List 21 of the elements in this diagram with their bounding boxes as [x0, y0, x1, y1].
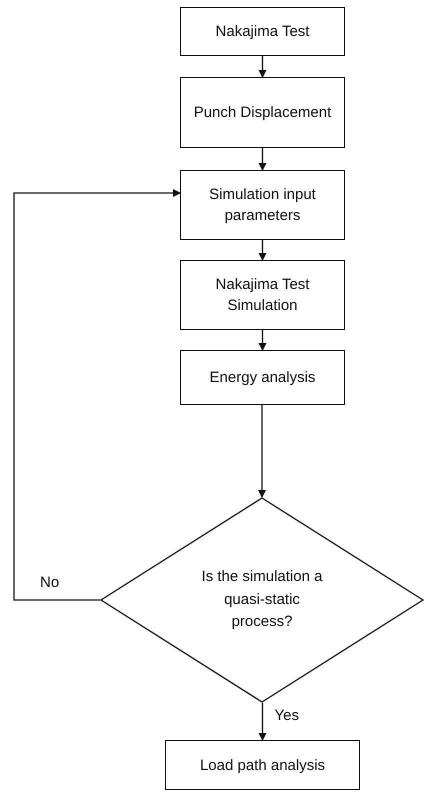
- box-label: Nakajima Test: [216, 22, 310, 42]
- arrow: [258, 330, 266, 351]
- box-label: Simulation input parameters: [208, 185, 317, 226]
- arrow: [13, 189, 181, 601]
- box-label: Load path analysis: [200, 756, 326, 776]
- process-box: [165, 740, 360, 790]
- arrow: [258, 405, 266, 498]
- arrow: [258, 148, 266, 171]
- box-label: Punch Displacement: [194, 103, 332, 123]
- box-label: Energy analysis: [210, 368, 316, 388]
- arrow: [258, 703, 266, 741]
- process-box: [180, 260, 345, 330]
- arrow: [258, 56, 266, 78]
- arrow: [258, 240, 266, 261]
- box-label: Nakajima Test Simulation: [214, 275, 310, 316]
- process-box: [180, 170, 345, 240]
- decision-text: Is the simulation a quasi-static process?: [200, 567, 324, 632]
- process-box: [180, 350, 345, 405]
- process-box: [180, 7, 345, 56]
- decision-diamond: [100, 497, 424, 703]
- process-box: [180, 77, 345, 148]
